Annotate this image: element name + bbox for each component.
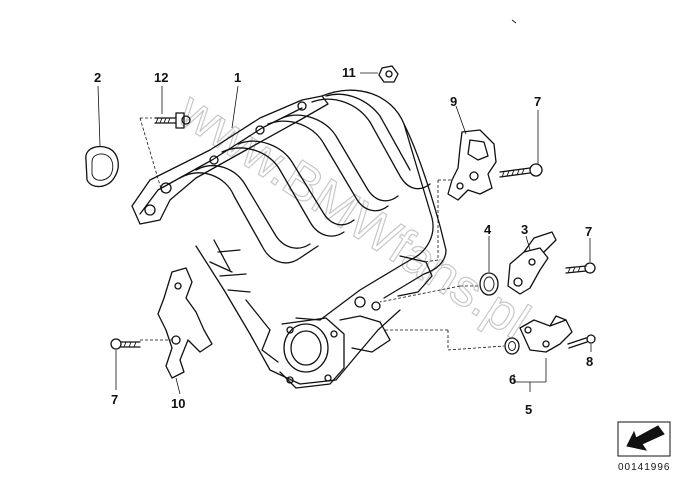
watermark: www.BMWfans.pl: [168, 81, 540, 351]
flange-part-3: [507, 231, 557, 295]
callout-12: 12: [154, 70, 168, 85]
gasket-part-2: [85, 145, 119, 188]
callout-7-right: 7: [585, 224, 592, 239]
nut-part-11: [378, 65, 399, 83]
callout-1: 1: [234, 70, 241, 85]
bolt-part-12: [154, 112, 191, 129]
screw-part-7-right: [565, 262, 596, 274]
screw-part-7-left: [110, 338, 141, 350]
callout-6: 6: [509, 372, 516, 387]
screw-part-7-upper: [499, 163, 543, 178]
callout-2: 2: [94, 70, 101, 85]
callout-7-left: 7: [111, 392, 118, 407]
intake-manifold-part-1: [131, 89, 447, 389]
o-ring-part-4: [479, 272, 499, 296]
callout-4: 4: [484, 222, 492, 237]
callout-10: 10: [171, 396, 185, 411]
callouts: 2 12 1 11 9 7 4 3 7 8 6 5 7 10: [94, 65, 593, 417]
catalog-number: 00141996: [618, 462, 671, 473]
callout-9: 9: [450, 94, 457, 109]
callout-3: 3: [521, 222, 528, 237]
stray-mark: [511, 19, 517, 24]
callout-8: 8: [586, 354, 593, 369]
bracket-part-9: [447, 129, 497, 201]
bracket-part-10: [157, 267, 213, 379]
callout-11: 11: [342, 65, 356, 80]
sensor-part-5: [519, 315, 573, 353]
o-ring-part-6: [504, 337, 520, 355]
screw-part-8: [567, 334, 596, 349]
callout-5: 5: [525, 402, 532, 417]
view-direction-icon: [617, 421, 671, 457]
callout-7-upper: 7: [534, 94, 541, 109]
